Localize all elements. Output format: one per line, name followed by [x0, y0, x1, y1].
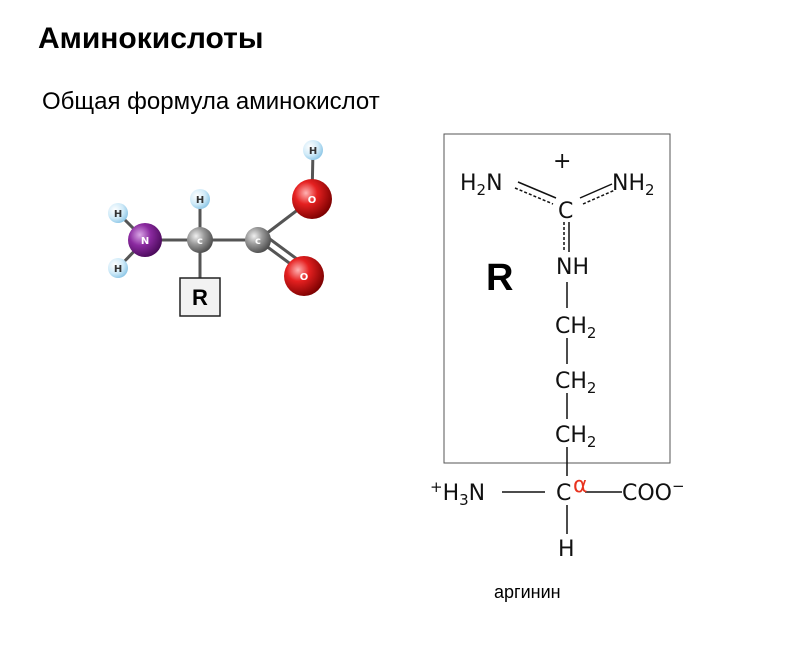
- r-group-frame: [443, 133, 671, 464]
- ch2-1: CH2: [555, 314, 596, 342]
- svg-text:c: c: [197, 236, 203, 247]
- hydrogen-atom-n1: H: [108, 203, 128, 223]
- guanidinium-carbon: C: [558, 199, 573, 224]
- guanidinium-plus: +: [553, 149, 571, 174]
- slide-title: Аминокислоты: [38, 22, 264, 55]
- slide-subtitle: Общая формула аминокислот: [42, 88, 380, 115]
- alpha-hydrogen: H: [558, 537, 575, 562]
- carbon-atom-alpha: c: [187, 227, 213, 253]
- svg-text:c: c: [255, 236, 261, 247]
- svg-text:N: N: [141, 236, 149, 247]
- arginine-name: аргинин: [494, 582, 561, 602]
- svg-text:R: R: [192, 285, 208, 310]
- oxygen-atom-carbonyl: O: [284, 256, 324, 296]
- carbon-atom-carboxyl: c: [245, 227, 271, 253]
- nh-group: NH: [556, 255, 589, 280]
- alpha-carbon: C: [556, 481, 571, 506]
- svg-text:H: H: [196, 195, 204, 206]
- r-group-box: R: [179, 277, 221, 317]
- backbone-bonds: [502, 491, 622, 534]
- svg-text:O: O: [308, 195, 317, 206]
- r-group-label: R: [486, 257, 513, 299]
- nh2-right: NH2: [612, 171, 655, 199]
- guanidinium-bonds: [514, 181, 616, 252]
- h2n-left: H2N: [460, 171, 503, 199]
- hydrogen-atom-alpha: H: [190, 189, 210, 209]
- ch2-2: CH2: [555, 369, 596, 397]
- hydrogen-atom-hydroxyl: H: [303, 140, 323, 160]
- svg-text:H: H: [114, 209, 122, 220]
- svg-text:O: O: [300, 272, 309, 283]
- ch2-3: CH2: [555, 423, 596, 451]
- carboxyl-group: COO−: [622, 477, 685, 506]
- nitrogen-atom: N: [128, 223, 162, 257]
- oxygen-atom-hydroxyl: O: [292, 179, 332, 219]
- amine-group: +H3N: [430, 478, 485, 509]
- svg-text:H: H: [114, 264, 122, 275]
- alpha-label: α: [573, 473, 588, 498]
- svg-text:H: H: [309, 146, 317, 157]
- hydrogen-atom-n2: H: [108, 258, 128, 278]
